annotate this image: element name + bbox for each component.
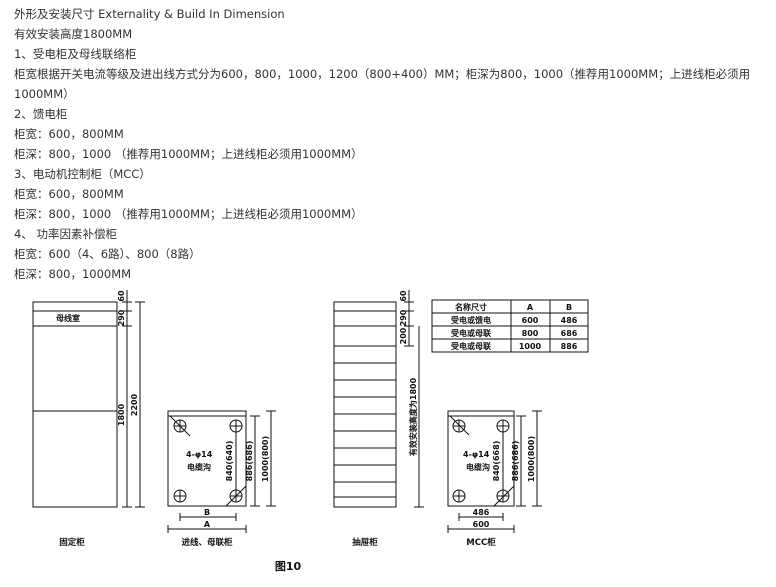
- fixed-dim-1800: 1800: [117, 403, 126, 426]
- mcc-dim-486: 486: [473, 508, 490, 517]
- table-cell: 受电或母联: [451, 328, 491, 338]
- drawer-dim-200: 200: [399, 327, 408, 344]
- table-cell: 800: [522, 329, 539, 338]
- mcc-holes-label: 4-φ14: [463, 450, 490, 459]
- incoming-dim-b: B: [204, 508, 210, 517]
- s4-depth: 柜深：800，1000MM: [14, 267, 132, 281]
- table-cell: 受电或母联: [451, 341, 491, 351]
- mcc-cabinet-caption: MCC柜: [466, 537, 496, 548]
- s3-depth: 柜深：800，1000 （推荐用1000MM；上进线柜必须用1000MM）: [14, 207, 363, 221]
- mcc-dim-outer: 1000(800): [527, 436, 536, 482]
- height-note: 有效安装高度1800MM: [14, 27, 133, 41]
- incoming-dim-inner: 840(640): [225, 441, 234, 482]
- incoming-dim-mid: 886(686): [245, 441, 254, 482]
- drawer-cabinet-caption: 抽屉柜: [352, 537, 378, 548]
- s3-heading: 3、电动机控制柜（MCC）: [14, 167, 151, 181]
- figure-caption: 图10: [275, 560, 302, 573]
- drawer-dim-effective: 有效安装高度为1800: [408, 377, 418, 456]
- table-cell: 686: [561, 329, 578, 338]
- table-header-a: A: [527, 303, 534, 312]
- s1-body: 柜宽根据开关电流等级及进出线方式分为600，800，1000，1200（800+…: [14, 67, 751, 101]
- fixed-dim-290: 290: [117, 309, 126, 326]
- mcc-trench-label: 电缆沟: [466, 462, 490, 472]
- drawer-dim-60: 60: [399, 290, 408, 302]
- incoming-dim-outer: 1000(800): [261, 436, 270, 482]
- incoming-dim-a: A: [204, 520, 211, 529]
- drawer-dim-290: 290: [399, 309, 408, 326]
- s2-depth: 柜深：800，1000 （推荐用1000MM；上进线柜必须用1000MM）: [14, 147, 363, 161]
- s3-width: 柜宽：600，800MM: [14, 187, 124, 201]
- dimension-drawing: 母线室 60 290 1800 2200 固定柜 4-φ14 电缆沟 840(6…: [32, 290, 589, 573]
- table-cell: 600: [522, 316, 539, 325]
- drawer-cabinet-drawing: [333, 290, 424, 508]
- s2-width: 柜宽：600，800MM: [14, 127, 124, 141]
- s4-width: 柜宽：600（4、6路）、800（8路）: [14, 247, 201, 261]
- table-cell: 1000: [519, 342, 542, 351]
- dimension-figure: 母线室 60 290 1800 2200 固定柜 4-φ14 电缆沟 840(6…: [0, 285, 776, 583]
- mcc-dim-600: 600: [473, 520, 490, 529]
- s1-heading: 1、受电柜及母线联络柜: [14, 47, 137, 61]
- section-title: 外形及安装尺寸 Externality & Build In Dimension: [14, 7, 285, 21]
- mcc-dim-mid: 886(686): [511, 441, 520, 482]
- table-header-b: B: [566, 303, 572, 312]
- mcc-base-drawing: [447, 410, 542, 533]
- s4-heading: 4、 功率因素补偿柜: [14, 227, 117, 241]
- incoming-holes-label: 4-φ14: [186, 450, 213, 459]
- dimension-table-grid: [431, 299, 589, 353]
- incoming-base-drawing: [167, 410, 276, 533]
- table-cell: 受电或馈电: [451, 315, 491, 325]
- incoming-trench-label: 电缆沟: [187, 462, 211, 472]
- table-cell: 886: [561, 342, 578, 351]
- table-header-name: 名称尺寸: [455, 302, 487, 312]
- s2-heading: 2、馈电柜: [14, 107, 68, 121]
- table-cell: 486: [561, 316, 578, 325]
- busbar-room-label: 母线室: [56, 313, 80, 323]
- spec-text-block: 外形及安装尺寸 Externality & Build In Dimension…: [14, 4, 770, 284]
- fixed-dim-2200: 2200: [130, 393, 139, 416]
- fixed-cabinet-drawing: [32, 290, 145, 508]
- incoming-cabinet-caption: 进线、母联柜: [181, 537, 233, 548]
- fixed-cabinet-caption: 固定柜: [59, 537, 85, 548]
- mcc-dim-inner: 840(668): [492, 441, 501, 482]
- fixed-dim-60: 60: [117, 290, 126, 302]
